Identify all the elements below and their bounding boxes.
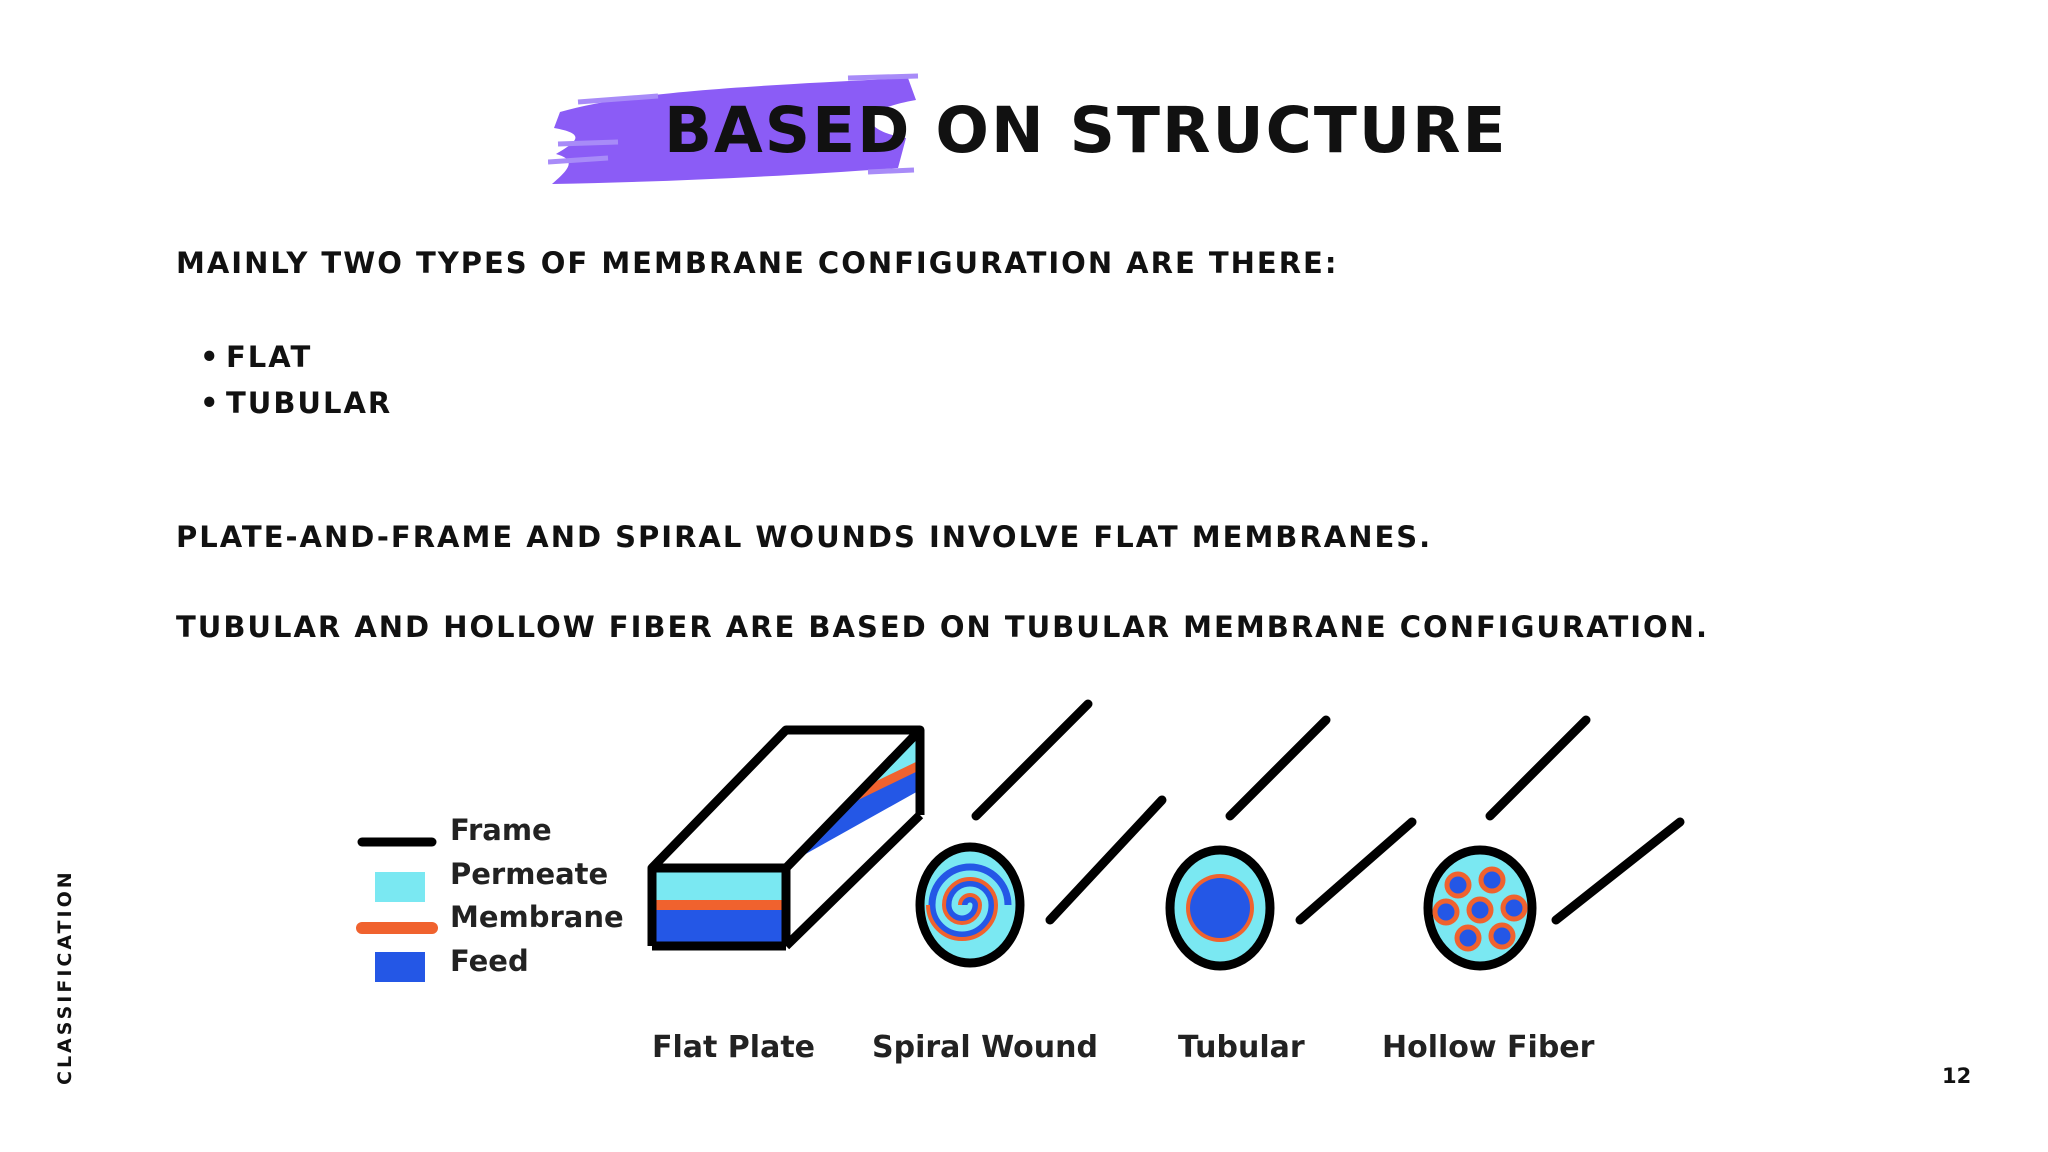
- section-side-label: CLASSIFICATION: [54, 869, 76, 1085]
- statement-flat: PLATE-AND-FRAME AND SPIRAL WOUNDS INVOLV…: [176, 520, 1433, 554]
- tubular-module: Tubular: [1165, 715, 1417, 1065]
- legend-label-frame: Frame: [450, 813, 552, 847]
- bullet-list: •FLAT •TUBULAR: [200, 334, 392, 426]
- legend-swatch-permeate: [375, 872, 425, 902]
- bullet-label-flat: FLAT: [226, 340, 313, 374]
- legend-label-membrane: Membrane: [450, 900, 624, 934]
- caption-flat-plate: Flat Plate: [652, 1030, 815, 1065]
- bullet-label-tubular: TUBULAR: [226, 386, 393, 420]
- spiral-wound-module: Spiral Wound: [872, 699, 1167, 1065]
- membrane-configuration-diagram: Frame Permeate Membrane Feed Flat Plate …: [356, 699, 1685, 1065]
- statement-tubular: TUBULAR AND HOLLOW FIBER ARE BASED ON TU…: [176, 610, 1709, 644]
- intro-text: MAINLY TWO TYPES OF MEMBRANE CONFIGURATI…: [176, 246, 1339, 280]
- legend-label-permeate: Permeate: [450, 857, 608, 891]
- legend-label-feed: Feed: [450, 944, 529, 978]
- caption-hollow-fiber: Hollow Fiber: [1382, 1030, 1595, 1065]
- flat-plate-module: Flat Plate: [647, 725, 925, 1065]
- bullet-item-tubular: •TUBULAR: [200, 386, 393, 420]
- legend: Frame Permeate Membrane Feed: [356, 813, 624, 982]
- hollow-fiber-module: Hollow Fiber: [1382, 715, 1685, 1065]
- brush-stroke-highlight: [548, 73, 919, 184]
- bullet-item-flat: •FLAT: [200, 340, 313, 374]
- caption-spiral-wound: Spiral Wound: [872, 1030, 1098, 1065]
- page-number: 12: [1942, 1064, 1972, 1088]
- legend-swatch-feed: [375, 952, 425, 982]
- caption-tubular: Tubular: [1178, 1030, 1305, 1065]
- slide-title: BASED ON STRUCTURE: [664, 94, 1508, 167]
